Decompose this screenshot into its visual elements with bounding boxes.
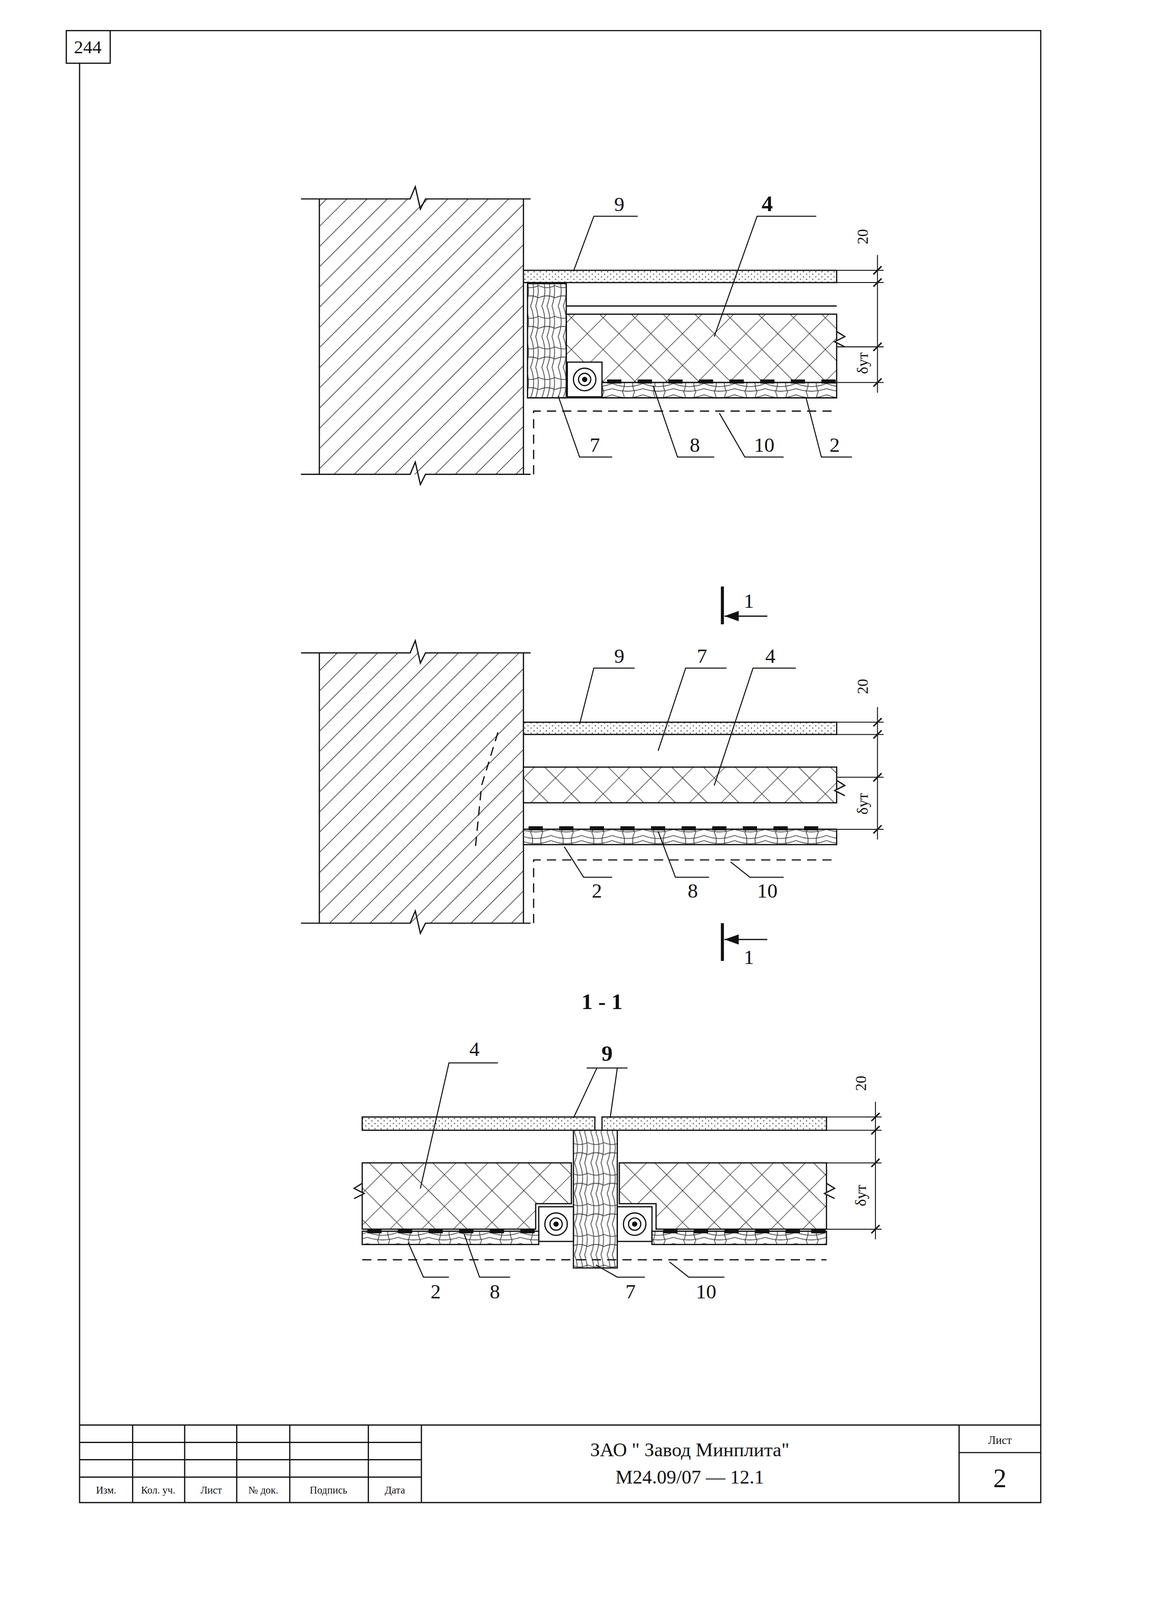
sheet-number: 2 [993, 1466, 1007, 1493]
dimension: δут [853, 1184, 870, 1207]
callout-number: 8 [689, 434, 700, 456]
callout-number: 9 [601, 1042, 613, 1066]
page-number: 244 [74, 37, 102, 56]
dimension: 20 [855, 228, 871, 245]
callout-number: 10 [754, 434, 775, 456]
title-block-cell: Лист [988, 1435, 1013, 1447]
dimension: 20 [855, 678, 871, 695]
callout-number: 4 [761, 192, 774, 216]
section-title: 1 - 1 [581, 990, 623, 1013]
dimension: 20 [853, 1075, 870, 1092]
dimension: δут [855, 352, 871, 375]
callout-number: 7 [625, 1281, 636, 1302]
callout-number: 4 [765, 645, 776, 667]
callout-number: 4 [469, 1038, 480, 1060]
document-code: М24.09/07 — 12.1 [615, 1467, 765, 1488]
title-block-cell: Подпись [309, 1485, 348, 1496]
section-mark: 1 [744, 590, 755, 612]
callout-number: 7 [696, 645, 707, 667]
callout-number: 9 [614, 193, 625, 215]
callout-number: 10 [695, 1281, 717, 1302]
title-block-cell: Лист [200, 1485, 223, 1496]
dimension: δут [855, 793, 871, 815]
callout-number: 10 [757, 880, 778, 901]
title-block-cell: № док. [248, 1485, 279, 1496]
title-block-cell: Изм. [96, 1485, 117, 1496]
section-mark: 1 [744, 946, 755, 968]
callout-number: 9 [614, 645, 625, 667]
title-block-cell: Дата [384, 1485, 405, 1496]
organization-name: ЗАО " Завод Минплита" [590, 1440, 790, 1460]
callout-number: 2 [829, 434, 840, 456]
title-block-cell: Кол. уч. [141, 1485, 176, 1496]
callout-number: 8 [687, 880, 698, 901]
callout-number: 2 [430, 1281, 441, 1302]
callout-number: 7 [589, 434, 600, 456]
callout-number: 2 [592, 880, 603, 901]
callout-number: 8 [489, 1281, 500, 1302]
